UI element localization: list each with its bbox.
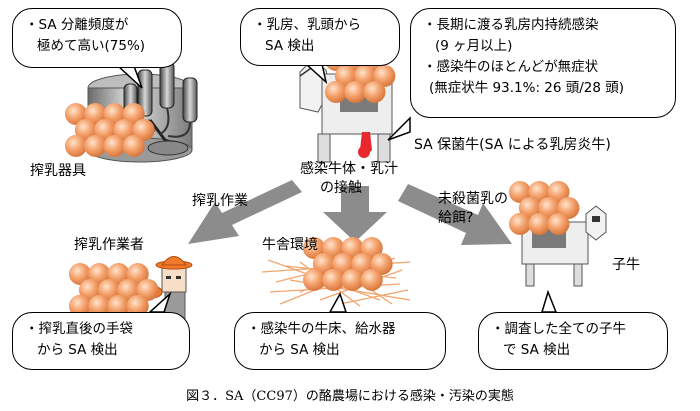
- bubble-line: ・乳房、乳頭から: [253, 17, 361, 33]
- bacterium: [69, 263, 91, 285]
- label-contact-line-1: 感染牛体・乳汁: [300, 161, 398, 177]
- bacterium: [65, 103, 87, 125]
- bubble-tail-chronic: [387, 116, 411, 141]
- bacterium: [74, 118, 97, 141]
- arrow-to-worker: [188, 180, 302, 244]
- bubble-barn: ・感染牛の牛床、給水器 から SA 検出: [234, 312, 446, 370]
- label-calf: 子牛: [612, 257, 640, 273]
- bubble-udder-detect: ・乳房、乳頭から SA 検出: [240, 8, 400, 66]
- label-unsterilized-milk-2: 給餌?: [438, 210, 474, 226]
- bacterium: [344, 80, 367, 103]
- bacterium: [113, 118, 136, 141]
- bacterium: [509, 181, 531, 203]
- label-worker: 搾乳作業者: [74, 237, 144, 253]
- bacterium: [360, 237, 383, 259]
- bubble-line: ・SA 分離頻度が: [25, 17, 129, 33]
- bacterium: [373, 64, 396, 87]
- arrow-to-barn: [323, 186, 387, 242]
- bacterium: [94, 118, 117, 141]
- bacterium: [341, 268, 364, 291]
- bacterium: [341, 237, 364, 259]
- bacterium: [69, 294, 91, 317]
- bubble-line: (9 ヶ月以上): [435, 38, 513, 54]
- bubble-gloves: ・搾乳直後の手袋 から SA 検出: [12, 312, 190, 370]
- bacterium: [117, 278, 140, 301]
- bacterium: [88, 263, 111, 285]
- bacteria-cluster-milker: [65, 103, 155, 157]
- bubble-line: ・感染牛の牛床、給水器: [247, 321, 396, 337]
- bacterium: [351, 252, 374, 275]
- bubble-line: から SA 検出: [37, 342, 118, 358]
- bacterium: [528, 212, 551, 235]
- bacterium: [370, 252, 393, 275]
- bubble-chronic-infection: ・長期に渡る乳房内持続感染 (9 ヶ月以上) ・感染牛のほとんどが無症状 (無症…: [410, 8, 676, 118]
- bacterium: [334, 64, 357, 87]
- bubble-line: ・調査した全ての子牛: [491, 321, 626, 337]
- bacterium: [518, 196, 541, 219]
- bubble-line: ・搾乳直後の手袋: [25, 321, 133, 337]
- bacterium: [84, 134, 107, 157]
- bacteria-cluster-barn: [303, 237, 393, 291]
- bacterium: [547, 181, 570, 203]
- label-unsterilized-milk-1: 未殺菌乳の: [438, 191, 508, 207]
- bubble-milker-rate: ・SA 分離頻度が 極めて高い(75%): [12, 8, 182, 68]
- bacterium: [325, 80, 347, 103]
- label-milking-work: 搾乳作業: [192, 193, 248, 209]
- bacterium: [303, 237, 325, 259]
- bacterium: [136, 278, 159, 301]
- bacterium: [78, 278, 101, 301]
- bacterium: [538, 196, 561, 219]
- bacterium: [509, 212, 531, 235]
- bubble-line: ・長期に渡る乳房内持続感染: [423, 17, 599, 33]
- bacterium: [107, 294, 130, 317]
- bubble-line: から SA 検出: [259, 342, 340, 358]
- figure-caption: 図３．SA（CC97）の酪農場における感染・汚染の実態: [186, 389, 514, 404]
- bubble-line: SA 検出: [265, 38, 315, 54]
- bubble-calves: ・調査した全ての子牛 で SA 検出: [478, 312, 668, 370]
- label-contact-line-2: の接触: [320, 180, 362, 196]
- bacterium: [557, 196, 580, 219]
- bacterium: [98, 278, 121, 301]
- bacterium: [528, 181, 551, 203]
- bubble-line: で SA 検出: [503, 342, 571, 358]
- bacterium: [65, 134, 87, 157]
- bacteria-cluster-calf: [509, 181, 580, 235]
- bubble-tail-barn: [328, 292, 348, 313]
- arrow-to-calf: [398, 184, 512, 245]
- bacterium: [322, 237, 345, 259]
- bacterium: [363, 80, 386, 103]
- bacterium: [132, 118, 155, 141]
- straw-strand: [339, 289, 409, 305]
- bacterium: [122, 103, 145, 125]
- bacterium: [107, 263, 130, 285]
- bacterium: [88, 294, 111, 317]
- bacterium: [122, 134, 145, 157]
- bacterium: [103, 134, 126, 157]
- bacterium: [332, 252, 355, 275]
- bubble-tail-calves: [540, 289, 558, 313]
- bacteria-cluster-worker: [69, 263, 159, 317]
- label-barn-environment: 牛舎環境: [262, 237, 318, 253]
- bacterium: [312, 252, 335, 275]
- bacterium: [84, 103, 107, 125]
- bubble-line: (無症状牛 93.1%: 26 頭/28 頭): [429, 80, 625, 96]
- bubble-line: 極めて高い(75%): [37, 38, 146, 54]
- bacterium: [547, 212, 570, 235]
- bacterium: [126, 294, 149, 317]
- label-milking-equipment: 搾乳器具: [30, 163, 86, 179]
- bacterium: [322, 268, 345, 291]
- bacterium: [360, 268, 383, 291]
- bacterium: [103, 103, 126, 125]
- bacterium: [354, 64, 377, 87]
- label-carrier-cow: SA 保菌牛(SA による乳房炎牛): [414, 137, 611, 153]
- bacterium: [303, 268, 325, 291]
- bacterium: [126, 263, 149, 285]
- bubble-line: ・感染牛のほとんどが無症状: [423, 59, 599, 75]
